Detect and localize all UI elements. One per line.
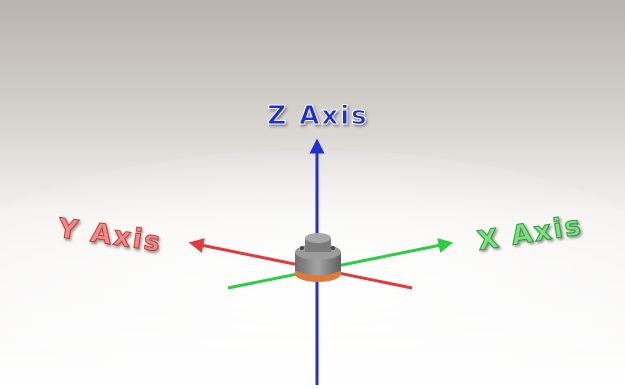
z-axis-label: Z Axis	[267, 101, 368, 131]
sensor-screw-icon	[331, 246, 335, 250]
sensor-connector-top	[305, 233, 331, 243]
sensor-screw-icon	[300, 246, 304, 250]
sensor-ring-edge	[294, 270, 342, 279]
sensor-puck-icon	[294, 233, 342, 282]
